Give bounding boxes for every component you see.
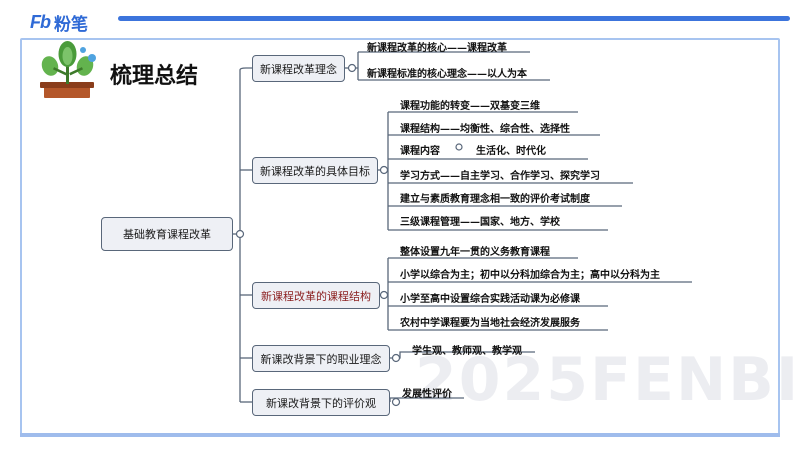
- branch-node-goals: 新课程改革的具体目标: [252, 157, 378, 184]
- leaf-structure: 课程结构——均衡性、综合性、选择性: [400, 124, 570, 135]
- leaf-levels: 小学以综合为主；初中以分科加综合为主；高中以分科为主: [400, 270, 660, 281]
- top-bar: Fb 粉笔: [0, 0, 800, 35]
- branch-node-evaluation: 新课改背景下的评价观: [252, 389, 390, 416]
- leaf-management: 三级课程管理——国家、地方、学校: [400, 217, 560, 228]
- leaf-function: 课程功能的转变——双基变三维: [400, 101, 540, 112]
- leaf-assessment: 建立与素质教育理念相一致的评价考试制度: [400, 194, 590, 205]
- frame-bottom-bar: [20, 433, 780, 437]
- leaf-learning: 学习方式——自主学习、合作学习、探究学习: [400, 171, 600, 182]
- leaf-standard-core: 新课程标准的核心理念——以人为本: [367, 69, 527, 80]
- leaf-core: 新课程改革的核心——课程改革: [367, 43, 507, 54]
- leaf-nine-year: 整体设置九年一贯的义务教育课程: [400, 247, 550, 258]
- page-title: 梳理总结: [110, 64, 199, 89]
- header-divider: [118, 16, 790, 21]
- root-node: 基础教育课程改革: [101, 217, 233, 251]
- leaf-views: 学生观、教师观、教学观: [412, 346, 522, 357]
- logo-text: 粉笔: [54, 15, 88, 35]
- fenbi-logo: Fb 粉笔: [30, 10, 88, 35]
- plant-icon: [40, 41, 96, 98]
- branch-node-structure: 新课程改革的课程结构: [252, 282, 380, 309]
- logo-mark: Fb: [30, 12, 51, 32]
- branch-node-career: 新课改背景下的职业理念: [252, 345, 390, 372]
- leaf-developmental: 发展性评价: [402, 389, 452, 400]
- leaf-content: 课程内容: [400, 146, 440, 157]
- watermark: 2025FENBI: [415, 345, 800, 415]
- leaf-practice: 小学至高中设置综合实践活动课为必修课: [400, 294, 580, 305]
- leaf-content-extra: 生活化、时代化: [476, 146, 546, 157]
- leaf-rural: 农村中学课程要为当地社会经济发展服务: [400, 318, 580, 329]
- branch-node-concept: 新课程改革理念: [252, 55, 345, 82]
